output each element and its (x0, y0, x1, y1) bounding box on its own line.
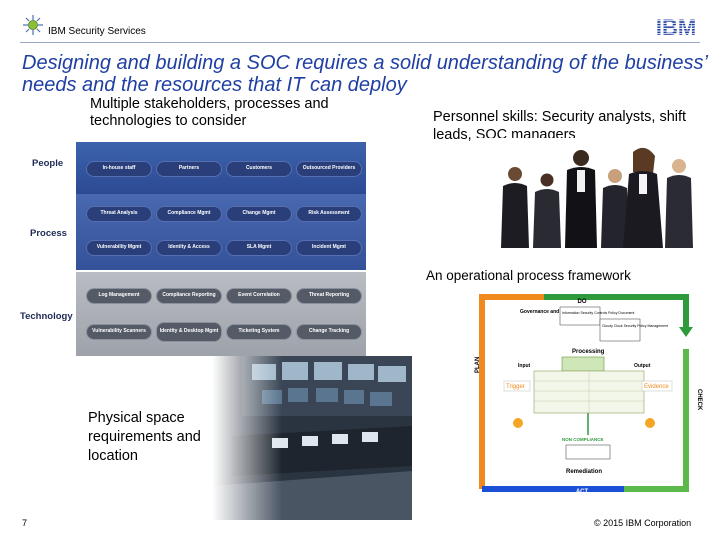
plan-label: PLAN (475, 357, 481, 373)
pill-process-8: Incident Mgmt (296, 240, 362, 256)
plan-arrow (479, 294, 544, 489)
output-label: Output (634, 363, 651, 369)
row-label-process: Process (30, 228, 67, 239)
pill-tech-1: Log Management (86, 288, 152, 304)
person-figure-6 (665, 159, 693, 248)
row-label-people: People (32, 158, 64, 169)
pill-people-4: Outsourced Providers (296, 161, 362, 177)
framework-caption: An operational process framework (426, 268, 631, 283)
check-label: CHECK (696, 389, 702, 411)
pill-process-2: Compliance Mgmt (156, 206, 222, 222)
pill-tech-4: Threat Reporting (296, 288, 362, 304)
do-arrow (544, 294, 689, 329)
person-figure-2 (533, 173, 561, 248)
do-label: DO (578, 299, 587, 305)
personnel-caption: Personnel skills: Security analysts, shi… (433, 109, 687, 143)
slide-title: Designing and building a SOC requires a … (22, 52, 707, 96)
pill-tech-7: Ticketing System (226, 324, 292, 340)
evidence-box (641, 380, 673, 392)
pill-process-7: SLA Mgmt (226, 240, 292, 256)
pill-process-5: Vulnerability Mgmt (86, 240, 152, 256)
header-title: IBM Security Services (48, 26, 146, 37)
cloudy-text: Cloudy Clock Security Policy Management (602, 324, 668, 328)
header-divider (20, 42, 700, 43)
trigger-box (503, 380, 531, 392)
process-framework-diagram: DO ACT PLAN CHECK Governance and Control… (474, 289, 704, 497)
input-label: Input (518, 363, 531, 369)
pill-tech-6: Identity & Desktop Mgmt (156, 322, 222, 342)
pill-tech-8: Change Tracking (296, 324, 362, 340)
input-marker-icon (513, 418, 523, 428)
copyright-notice: © 2015 IBM Corporation (594, 518, 692, 528)
personnel-photo (473, 138, 706, 248)
remediation-input-box (565, 444, 611, 460)
act-label: ACT (576, 489, 589, 495)
information-text: Information Security Controls Policy Doc… (562, 311, 634, 315)
person-figure-1 (501, 167, 529, 248)
person-figure-4 (601, 169, 629, 248)
information-box (559, 306, 601, 326)
pill-people-1: In-house staff (86, 161, 152, 177)
pill-process-4: Risk Assessment (296, 206, 362, 222)
stakeholders-caption: Multiple stakeholders, processes and tec… (90, 96, 329, 129)
check-arrow (624, 349, 689, 492)
pill-tech-5: Vulnerability Scanners (86, 324, 152, 340)
output-marker-icon (645, 418, 655, 428)
pill-people-3: Customers (226, 161, 292, 177)
trigger-label: Trigger (506, 384, 525, 390)
row-label-technology: Technology (20, 311, 73, 322)
cloudy-box (599, 318, 641, 342)
processing-box (561, 356, 605, 372)
pill-process-1: Threat Analysis (86, 206, 152, 222)
pill-process-3: Change Mgmt (226, 206, 292, 222)
evidence-label: Evidence (644, 384, 669, 390)
non-compliance-label: NON COMPLIANCE (562, 437, 604, 442)
governance-label: Governance and Control (520, 309, 579, 315)
pill-people-2: Partners (156, 161, 222, 177)
person-figure-3 (565, 150, 597, 248)
pill-process-6: Identity & Access (156, 240, 222, 256)
ibm-logo-text: IBM (656, 16, 696, 38)
ibm-security-sunburst-icon (23, 15, 43, 35)
operations-room-photo (212, 356, 412, 520)
stakeholder-diagram: People Process Technology In-house staff… (20, 142, 366, 356)
ibm-logo: IBM (656, 16, 696, 38)
do-arrow-head (679, 327, 693, 337)
remediation-label: Remediation (566, 469, 602, 475)
technology-band (76, 272, 366, 356)
processing-label: Processing (572, 349, 605, 355)
header-bar (0, 0, 720, 44)
page-number: 7 (22, 518, 28, 528)
pill-tech-3: Event Correlation (226, 288, 292, 304)
pill-tech-2: Compliance Reporting (156, 288, 222, 304)
person-figure-5 (623, 147, 663, 248)
physical-space-caption: Physical space requirements and location (88, 410, 201, 464)
